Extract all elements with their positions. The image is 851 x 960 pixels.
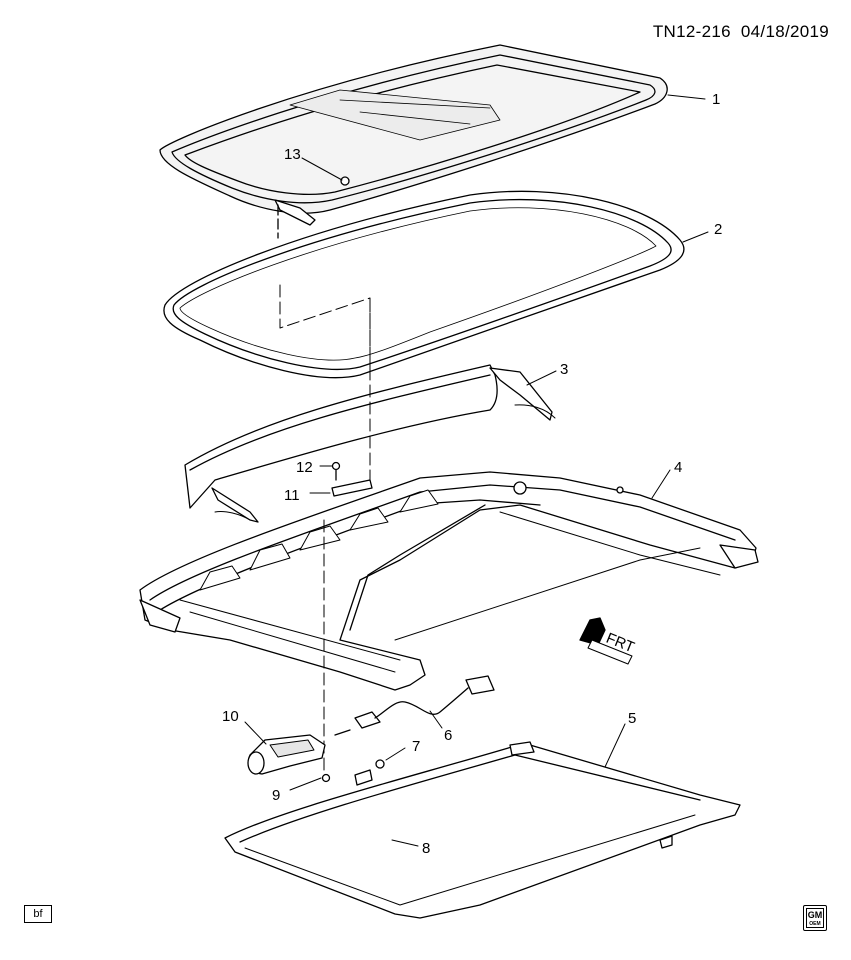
callout-12: 12 [296,459,313,476]
gm-logo-mark: GM OEM [806,908,824,928]
gm-logo: GM OEM [803,905,827,931]
callout-11: 11 [284,487,300,504]
gm-logo-text: GM [807,910,823,920]
callout-leaders [244,94,709,847]
bracket-and-bolt [323,461,373,776]
gm-logo-subtext: OEM [809,921,821,927]
callout-13: 13 [284,146,301,163]
sunshade-panel [224,741,741,919]
sunroof-glass-panel [159,44,668,239]
callout-2: 2 [714,221,722,238]
sunroof-housing-frame [139,471,759,691]
illustration-date: 04/18/2019 [740,22,829,41]
callout-3: 3 [560,361,568,378]
wind-deflector [184,299,556,523]
callout-8: 8 [422,840,430,857]
callout-6: 6 [444,727,452,744]
illustration-id: TN12-216 [652,22,731,41]
callout-5: 5 [628,710,636,727]
callout-9: 9 [272,787,280,804]
sunroof-weatherstrip [163,190,685,379]
callout-7: 7 [412,738,420,755]
callout-numbers: 1 2 3 4 5 6 7 8 9 10 11 12 13 FRT [222,91,722,857]
callout-4: 4 [674,459,682,476]
illustration-code: TN12-216 04/18/2019 [653,22,829,42]
illustrator-tag: bf [24,905,52,923]
sunroof-motor [247,734,331,783]
front-direction-arrow [579,617,633,665]
wiring-harness [334,675,495,736]
callout-1: 1 [712,91,720,108]
callout-10: 10 [222,708,239,725]
